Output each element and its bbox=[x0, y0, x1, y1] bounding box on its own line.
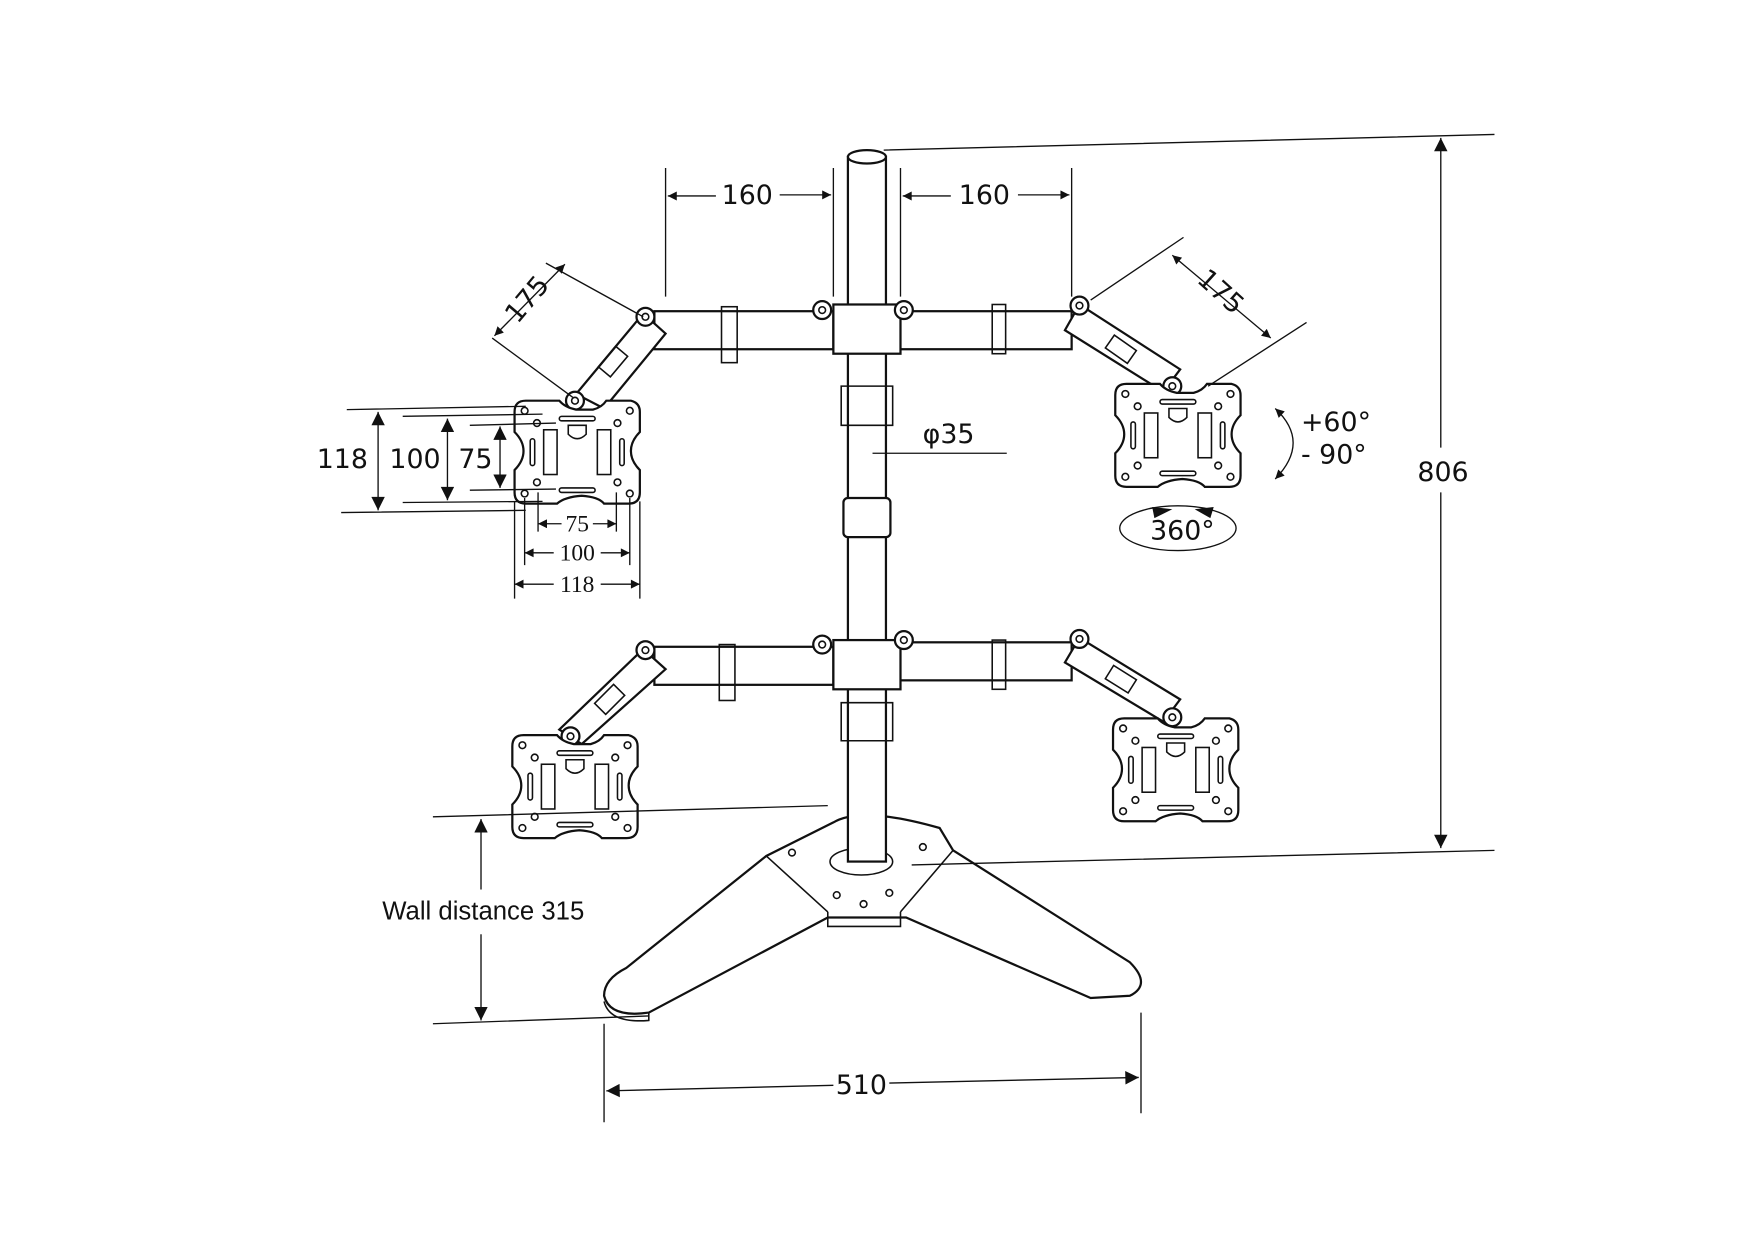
upper-arms bbox=[513, 295, 1242, 505]
vesa-h-100: 100 bbox=[560, 541, 595, 567]
dim-wall-distance: Wall distance 315 bbox=[382, 804, 828, 1025]
dim-175-right: 175 bbox=[1191, 263, 1250, 320]
pole-diameter-label: φ35 bbox=[923, 419, 975, 450]
vesa-v-100: 100 bbox=[389, 444, 440, 475]
vesa-h-118: 118 bbox=[560, 572, 594, 598]
lower-arms bbox=[511, 628, 1240, 840]
dim-160-right: 160 bbox=[959, 180, 1010, 211]
vesa-v-75: 75 bbox=[458, 444, 492, 475]
vesa-v-118: 118 bbox=[317, 444, 368, 475]
wall-distance-label: Wall distance 315 bbox=[382, 898, 584, 926]
base bbox=[602, 814, 1143, 1022]
base-width-label: 510 bbox=[836, 1070, 887, 1101]
dim-vesa-horizontal: 75 100 118 bbox=[513, 492, 641, 599]
dim-total-height: 806 bbox=[883, 133, 1495, 866]
dim-175-left: 175 bbox=[499, 270, 556, 329]
vesa-plate-top-right bbox=[1114, 382, 1242, 488]
vesa-plate-bottom-right bbox=[1111, 717, 1240, 823]
vesa-plate-top-left bbox=[513, 399, 641, 505]
height-label: 806 bbox=[1417, 457, 1468, 488]
dim-vesa-vertical: 118 100 75 bbox=[317, 405, 556, 514]
dim-160-left: 160 bbox=[722, 180, 773, 211]
dim-base-width: 510 bbox=[603, 1012, 1142, 1123]
dim-pole-diameter: φ35 bbox=[872, 419, 1007, 454]
tilt-up-label: +60° bbox=[1301, 407, 1371, 438]
tilt-rotation-indicators: +60° - 90° 360° bbox=[1119, 407, 1371, 552]
pole bbox=[840, 149, 894, 863]
vesa-plate-bottom-left bbox=[511, 734, 639, 840]
dim-arm-horizontal: 160 160 bbox=[664, 168, 1073, 297]
rotation-label: 360° bbox=[1150, 515, 1215, 546]
vesa-h-75: 75 bbox=[565, 512, 588, 538]
tilt-down-label: - 90° bbox=[1301, 439, 1367, 470]
